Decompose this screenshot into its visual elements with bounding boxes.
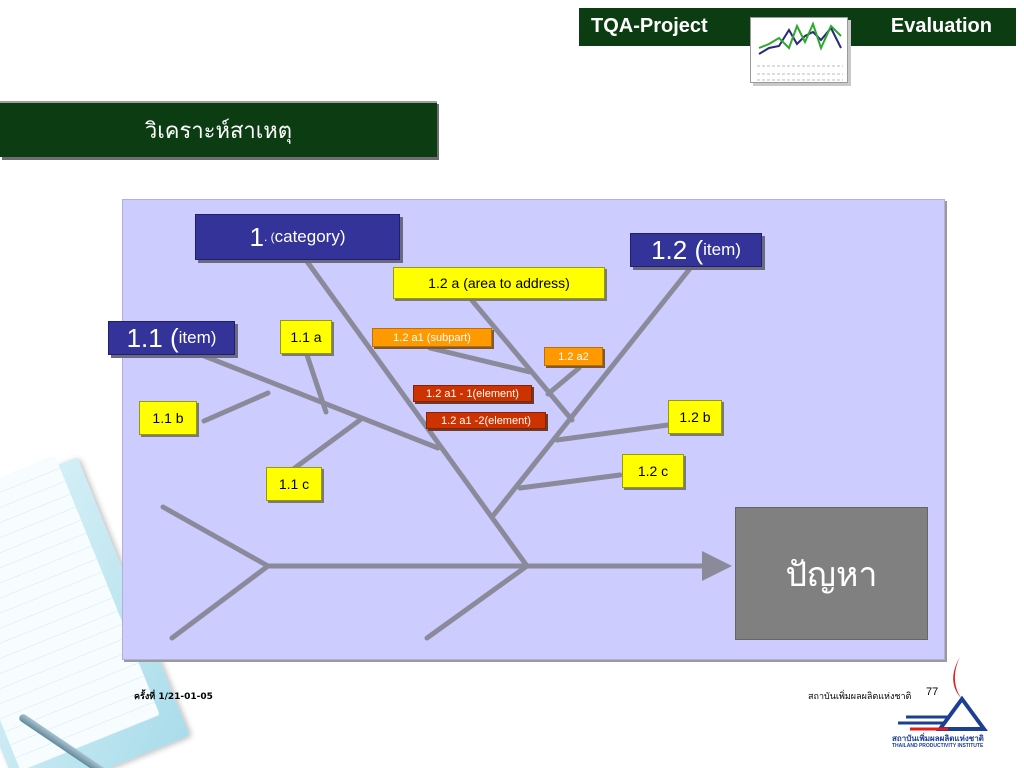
element-2-box: 1.2 a1 -2(element) <box>426 412 546 429</box>
category-1-box: 1. (category) <box>195 214 400 260</box>
subpart-box: 1.2 a1 (subpart) <box>372 328 492 347</box>
bone-1-2-a <box>467 295 575 423</box>
item-1-1-label: item) <box>178 328 217 347</box>
evaluation-label: Evaluation <box>890 15 992 37</box>
logo-thai-text: สถาบันเพิ่มผลผลิตแห่งชาติ <box>892 734 984 743</box>
bone-left-lower <box>169 563 271 641</box>
area-to-address-box: 1.2 a (area to address) <box>393 267 605 299</box>
bone-1-2-c <box>517 472 623 491</box>
item-1-2-box: 1.2 (item) <box>630 233 762 267</box>
category-1-number: 1 <box>249 221 264 252</box>
bone-1-2-a2 <box>545 365 582 397</box>
bone-lower-mid <box>424 563 530 641</box>
line-chart-icon <box>750 17 848 83</box>
sub-1-2c-box: 1.2 c <box>622 454 684 488</box>
bone-1-1-c <box>289 417 363 473</box>
bone-category-1 <box>303 257 530 569</box>
sub-1-2b-box: 1.2 b <box>668 400 722 434</box>
project-label: TQA-Project <box>591 15 708 37</box>
tpi-logo: สถาบันเพิ่มผลผลิตแห่งชาติ THAILAND PRODU… <box>888 655 998 755</box>
sub-1-1a-box: 1.1 a <box>280 320 332 354</box>
page-title: วิเคราะห์สาเหตุ <box>144 118 293 144</box>
bone-1-2-a1 <box>427 345 533 375</box>
institute-label: สถาบันเพิ่มผลผลิตแห่งชาติ <box>808 692 912 702</box>
bone-item-1-2 <box>489 263 695 520</box>
item-1-1-number: 1.1 ( <box>126 322 179 353</box>
category-1-label: category) <box>274 227 346 246</box>
category-1-separator: . ( <box>263 230 275 244</box>
title-banner: วิเคราะห์สาเหตุ <box>0 101 437 157</box>
item-1-2-label: item) <box>703 240 741 259</box>
bone-item-1-1 <box>191 349 441 451</box>
sub-1-1c-box: 1.1 c <box>266 467 322 501</box>
bone-1-2-b <box>554 422 671 443</box>
item-1-2-number: 1.2 ( <box>651 234 704 265</box>
bone-1-1-b <box>201 390 271 424</box>
item-1-1-box: 1.1 (item) <box>108 321 235 355</box>
sub-1-1b-box: 1.1 b <box>139 401 197 435</box>
logo-english-text: THAILAND PRODUCTIVITY INSTITUTE <box>892 743 984 749</box>
sub-1-2a2-box: 1.2 a2 <box>544 347 603 366</box>
revision-label: ครั้งที่ 1/21-01-05 <box>134 692 213 702</box>
element-1-box: 1.2 a1 - 1(element) <box>413 385 532 402</box>
problem-box: ปัญหา <box>735 507 928 640</box>
bone-1-1-a <box>303 349 329 415</box>
page-number: 77 <box>926 686 939 698</box>
bone-left-upper <box>160 504 271 569</box>
